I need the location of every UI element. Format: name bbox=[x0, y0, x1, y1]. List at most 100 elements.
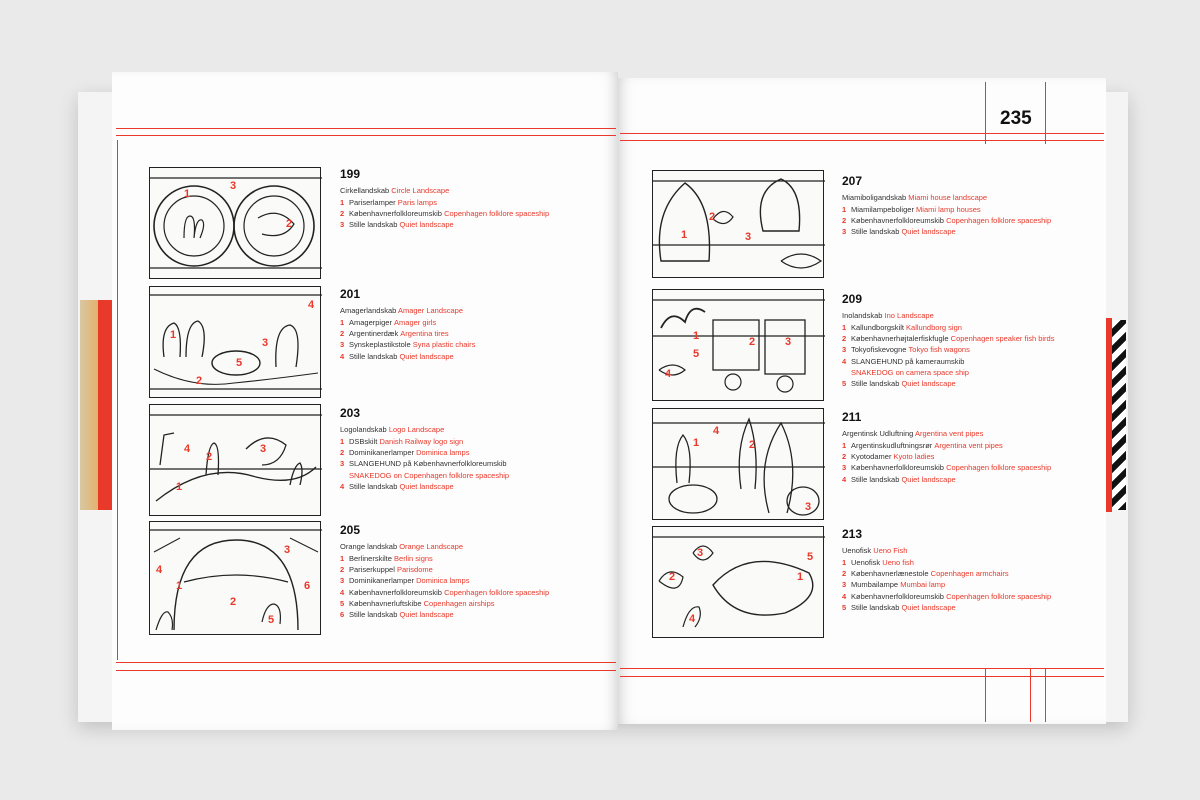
entry-number: 199 bbox=[340, 167, 361, 181]
entry-211: 211 Argentinsk Udluftning Argentina vent… bbox=[842, 410, 1072, 486]
footer-rule bbox=[116, 662, 616, 663]
page-number: 235 bbox=[1000, 108, 1032, 129]
drawing-circle-landscape: 1 2 3 bbox=[149, 167, 322, 279]
drawing-ueno-fish: 1 2 3 4 5 bbox=[652, 526, 825, 638]
drawing-label: 3 bbox=[230, 180, 237, 192]
entry-207: 207 Miamiboligandskab Miami house landsc… bbox=[842, 174, 1072, 239]
drawing-label: 2 bbox=[709, 211, 716, 223]
header-rule bbox=[620, 133, 1104, 134]
drawing-label: 2 bbox=[749, 439, 756, 451]
footer-vrule bbox=[985, 668, 986, 722]
footer-rule bbox=[116, 670, 616, 671]
drawing-label: 1 bbox=[176, 580, 183, 592]
drawing-label: 1 bbox=[693, 330, 700, 342]
entry-title: Cirkellandskab Circle Landscape bbox=[340, 186, 450, 195]
drawing-label: 1 bbox=[693, 437, 700, 449]
drawing-label: 4 bbox=[689, 613, 696, 625]
footer-vrule bbox=[1030, 668, 1031, 722]
drawing-label: 3 bbox=[262, 337, 269, 349]
entry-number: 205 bbox=[340, 523, 361, 537]
list-item: SNAKEDOG on camera space ship bbox=[851, 367, 969, 377]
drawing-label: 1 bbox=[797, 571, 804, 583]
drawing-label: 4 bbox=[308, 299, 315, 311]
drawing-label: 4 bbox=[184, 443, 191, 455]
entry-title: Uenofisk Ueno Fish bbox=[842, 546, 908, 555]
entry-number: 201 bbox=[340, 287, 361, 301]
cover-red-tab bbox=[1104, 318, 1112, 512]
entry-title: Logolandskab Logo Landscape bbox=[340, 425, 445, 434]
drawing-orange-landscape: 1 2 3 4 5 6 bbox=[149, 521, 322, 635]
header-vrule bbox=[1045, 82, 1046, 144]
list-item: SNAKEDOG on Copenhagen folklore spaceshi… bbox=[349, 470, 510, 480]
drawing-label: 6 bbox=[304, 580, 311, 592]
footer-vrule bbox=[1045, 668, 1046, 722]
drawing-label: 2 bbox=[196, 375, 203, 387]
drawing-label: 5 bbox=[268, 614, 275, 626]
drawing-miami-landscape: 1 2 3 bbox=[652, 170, 825, 278]
drawing-label: 4 bbox=[665, 368, 672, 380]
entry-title: Argentinsk Udluftning Argentina vent pip… bbox=[842, 429, 984, 438]
drawing-argentina-vents: 1 2 3 4 bbox=[652, 408, 825, 520]
entry-number: 203 bbox=[340, 406, 361, 420]
header-rule bbox=[620, 140, 1104, 141]
drawing-logo-landscape: 1 2 3 4 bbox=[149, 404, 322, 516]
drawing-label: 1 bbox=[184, 188, 191, 200]
drawing-label: 2 bbox=[286, 218, 293, 230]
drawing-label: 1 bbox=[176, 481, 183, 493]
drawing-label: 2 bbox=[669, 571, 676, 583]
header-rule bbox=[116, 135, 616, 136]
drawing-label: 3 bbox=[745, 231, 752, 243]
entry-title: Amagerlandskab Amager Landscape bbox=[340, 306, 464, 315]
drawing-label: 2 bbox=[230, 596, 237, 608]
drawing-label: 2 bbox=[749, 336, 756, 348]
header-vrule bbox=[985, 82, 986, 144]
drawing-label: 5 bbox=[236, 357, 243, 369]
left-margin-rule bbox=[117, 140, 118, 660]
drawing-label: 3 bbox=[697, 547, 704, 559]
drawing-label: 3 bbox=[805, 501, 812, 513]
entry-number: 209 bbox=[842, 292, 863, 306]
entry-title: Orange landskab Orange Landscape bbox=[340, 542, 464, 551]
footer-rule bbox=[620, 668, 1104, 669]
entry-number: 207 bbox=[842, 174, 863, 188]
drawing-label: 4 bbox=[713, 425, 720, 437]
drawing-label: 3 bbox=[284, 544, 291, 556]
entry-title: Miamiboligandskab Miami house landscape bbox=[842, 193, 988, 202]
header-rule bbox=[116, 128, 616, 129]
drawing-label: 1 bbox=[681, 229, 688, 241]
drawing-label: 3 bbox=[785, 336, 792, 348]
drawing-label: 4 bbox=[156, 564, 163, 576]
drawing-ino-landscape: 1 2 3 4 5 bbox=[652, 289, 825, 401]
